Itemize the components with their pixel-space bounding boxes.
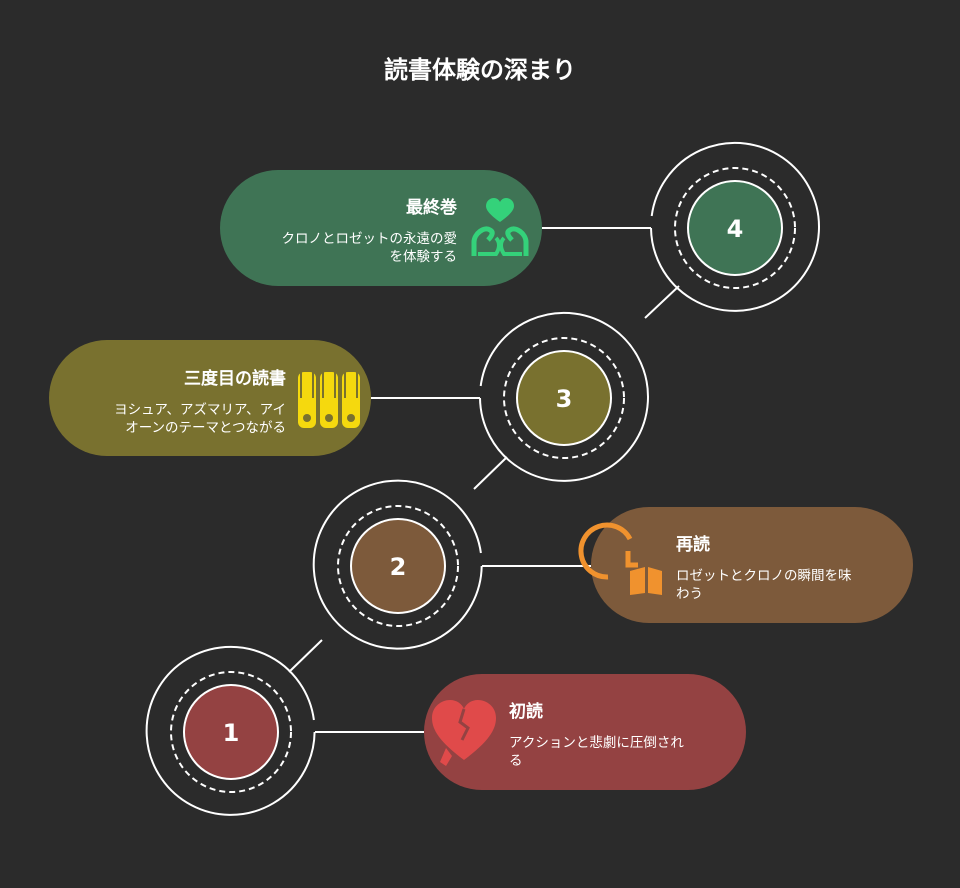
hands-heart-icon	[471, 198, 529, 256]
step-4-desc-line-1: クロノとロゼットの永遠の愛	[282, 231, 458, 247]
step-3-circle[interactable]	[516, 350, 612, 446]
step-1-desc-line-1: アクションと悲劇に圧倒され	[509, 734, 684, 751]
book-spines-icon	[298, 372, 360, 428]
step-4-circle[interactable]	[687, 180, 783, 276]
step-4-number: 4	[727, 215, 744, 243]
step-2-desc-line-1: ロゼットとクロノの瞬間を味	[676, 568, 852, 584]
connector-3-4	[644, 285, 680, 319]
step-3-title: 三度目の読書	[184, 368, 286, 389]
connector-2-3	[473, 456, 508, 490]
step-2-dashed-ring	[337, 505, 459, 627]
step-1-circle[interactable]	[183, 684, 279, 780]
step-2-circle[interactable]	[350, 518, 446, 614]
step-3-card[interactable]	[49, 340, 371, 456]
step-3-number: 3	[556, 385, 573, 413]
step-1-number: 1	[223, 719, 240, 747]
step-4-card[interactable]	[220, 170, 542, 286]
step-4-dashed-ring	[674, 167, 796, 289]
step-3-desc-line-2: オーンのテーマとつながる	[125, 420, 286, 436]
connector-1-2	[288, 639, 323, 673]
step-2-card[interactable]	[591, 507, 913, 623]
step-2: 2 再読 ロゼットとクロノの瞬間を味 わう	[312, 479, 913, 650]
step-4-outer-ring	[650, 141, 820, 312]
broken-heart-icon	[432, 700, 496, 766]
step-connectors	[288, 285, 680, 673]
step-1: 1 初読 アクションと悲劇に圧倒され る	[145, 645, 746, 816]
step-4-desc-line-2: を体験する	[390, 249, 458, 265]
step-1-title: 初読	[509, 701, 543, 722]
step-3-outer-ring	[479, 311, 649, 482]
step-4-title: 最終巻	[406, 197, 457, 218]
step-2-title: 再読	[676, 534, 710, 555]
step-3: 3 三度目の読書 ヨシュア、アズマリア、アイ オーンのテーマとつながる	[49, 311, 649, 482]
clock-book-icon	[578, 522, 662, 595]
step-2-desc-line-2: わう	[676, 586, 703, 602]
step-1-outer-ring	[145, 645, 316, 816]
step-1-card[interactable]	[424, 674, 746, 790]
step-3-desc-line-1: ヨシュア、アズマリア、アイ	[114, 402, 286, 418]
step-2-outer-ring	[312, 479, 483, 650]
step-4: 4 最終巻 クロノとロゼットの永遠の愛 を体験する	[220, 141, 820, 312]
step-1-dashed-ring	[170, 671, 292, 793]
step-2-number: 2	[390, 553, 407, 581]
step-1-desc-line-2: る	[509, 753, 523, 769]
page-title: 読書体験の深まり	[384, 56, 576, 84]
step-3-dashed-ring	[503, 337, 625, 459]
